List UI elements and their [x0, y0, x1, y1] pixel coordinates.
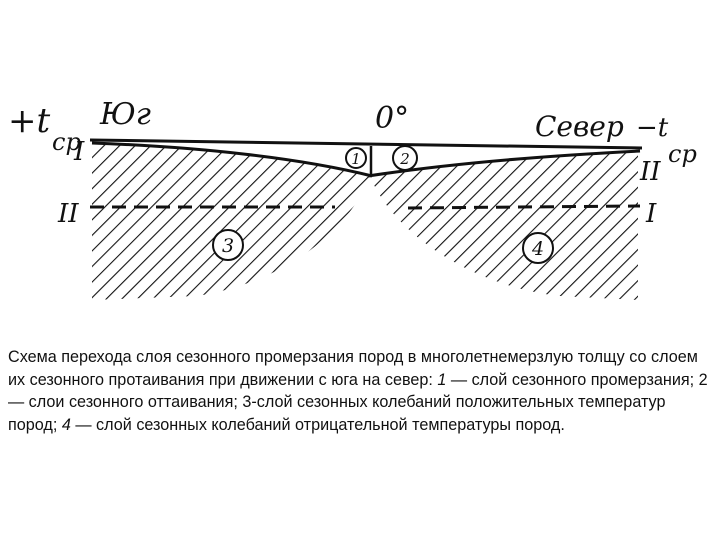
left-upper-roman-label: I [73, 137, 85, 167]
zone-4-marker: 4 [522, 232, 554, 264]
zone-3-hatched-region [92, 142, 370, 300]
left-lower-roman-label: II [57, 199, 79, 229]
zone-2-marker: 2 [392, 145, 418, 171]
svg-text:4: 4 [531, 238, 544, 260]
caption-number-4: 4 [61, 415, 71, 434]
left-temperature-symbol: +t [8, 101, 50, 141]
right-temperature-subscript: ср [668, 140, 697, 168]
caption-text-part-1: Схема перехода слоя сезонного промерзани… [8, 348, 698, 389]
dashed-boundary-right [407, 204, 641, 210]
svg-text:1: 1 [351, 150, 361, 168]
zone-4-hatched-region [370, 150, 638, 300]
zero-degree-label: 0° [375, 101, 409, 136]
north-label: Север [535, 110, 624, 143]
layer-1-boundary-left [91, 141, 373, 178]
left-temperature-subscript: ср [52, 128, 81, 156]
right-lower-roman-label: I [645, 199, 657, 229]
caption-text-part-3: — слой сезонных колебаний отрицательной … [70, 415, 565, 434]
caption-number-1: 1 [437, 370, 447, 389]
right-upper-roman-label: II [639, 157, 661, 187]
figure-caption: Схема перехода слоя сезонного промерзани… [8, 346, 714, 436]
layer-2-boundary-right [367, 149, 641, 178]
south-label: Юг [99, 97, 151, 132]
zone-1-marker: 1 [345, 147, 367, 169]
caption-text-part-2: — слой сезонного промерзания; 2 — слои с… [8, 370, 708, 434]
right-temperature-symbol: −t [636, 113, 669, 143]
zone-3-marker: 3 [212, 229, 244, 261]
ground-surface-line [89, 138, 643, 150]
svg-text:3: 3 [222, 235, 234, 257]
svg-text:2: 2 [399, 150, 410, 168]
permafrost-layer-diagram: +t ср Юг 0° Север −t ср I II II I 1 2 3 … [8, 97, 697, 300]
